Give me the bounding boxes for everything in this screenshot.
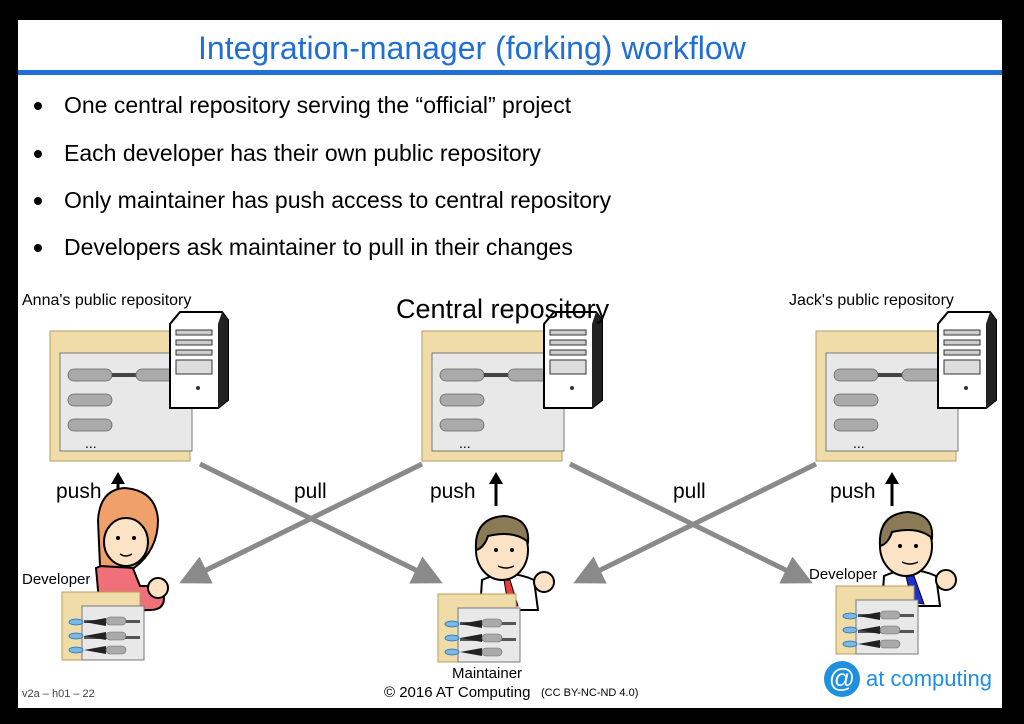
pull-arrow — [198, 461, 443, 584]
central-server-icon — [543, 311, 603, 409]
bullet-dot — [34, 244, 42, 252]
developer-label: Developer — [809, 566, 878, 583]
jack-server-icon — [937, 311, 997, 409]
maintainer-label: Maintainer — [452, 665, 523, 682]
bullet-text: Developers ask maintainer to pull in the… — [64, 234, 573, 260]
bullet-dot — [34, 102, 42, 110]
bullet-text: Only maintainer has push access to centr… — [64, 187, 612, 213]
push-label: push — [830, 480, 876, 503]
push-arrow — [885, 472, 899, 506]
repo-ellipsis: ... — [85, 435, 97, 451]
maintainer-working-repo — [437, 593, 521, 663]
pull-label: pull — [294, 480, 327, 503]
anna-repo-label: Anna's public repository — [22, 292, 192, 309]
push-label: push — [430, 480, 476, 503]
anna-server-icon — [169, 311, 229, 409]
at-logo-icon: @ — [824, 661, 860, 697]
central-repository — [421, 330, 565, 462]
bullet-dot — [34, 197, 42, 205]
repo-ellipsis: ... — [853, 435, 865, 451]
page-reference: v2a – h01 – 22 — [22, 688, 95, 700]
slide-title: Integration-manager (forking) workflow — [198, 30, 746, 66]
push-arrow — [489, 472, 503, 506]
company-logo-text: at computing — [866, 666, 992, 691]
jack-working-repo — [835, 585, 919, 655]
copyright-text: © 2016 AT Computing — [384, 684, 531, 701]
pull-arrow — [573, 461, 818, 584]
license-text: (CC BY-NC-ND 4.0) — [541, 687, 639, 699]
jack-repository — [815, 330, 959, 462]
anna-working-repo — [61, 591, 145, 661]
bullet-dot — [34, 150, 42, 158]
pull-arrow — [179, 461, 424, 584]
bullet-text: One central repository serving the “offi… — [64, 92, 572, 118]
pull-label: pull — [673, 480, 706, 503]
push-label: push — [56, 480, 102, 503]
repo-ellipsis: ... — [459, 435, 471, 451]
slide-canvas: Integration-manager (forking) workflow O… — [18, 20, 1002, 708]
bullet-text: Each developer has their own public repo… — [64, 140, 541, 166]
pull-arrow — [568, 461, 813, 584]
title-underline — [18, 70, 1002, 75]
central-repo-label: Central repository — [396, 294, 610, 324]
jack-repo-label: Jack's public repository — [789, 292, 954, 309]
workflow-diagram — [49, 311, 997, 663]
anna-developer-avatar — [94, 486, 169, 614]
developer-label: Developer — [22, 571, 91, 588]
